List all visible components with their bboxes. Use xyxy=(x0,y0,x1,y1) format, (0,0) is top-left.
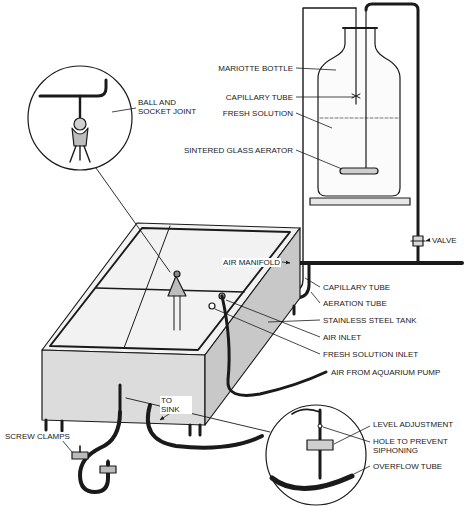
ball xyxy=(74,118,86,130)
part-label: AIR FROM AQUARIUM PUMP xyxy=(330,368,441,377)
part-label: AIR INLET xyxy=(322,333,362,342)
shelf xyxy=(310,198,410,205)
overflow-tube xyxy=(119,385,122,412)
aerator-tube xyxy=(365,10,366,168)
detail-circle xyxy=(266,405,366,505)
part-label: STAINLESS STEEL TANK xyxy=(322,316,418,325)
air-manifold xyxy=(292,261,462,265)
part-label: VALVE xyxy=(431,236,458,245)
part-label: HOLE TO PREVENT SIPHONING xyxy=(372,437,462,455)
part-label: LEVEL ADJUSTMENT xyxy=(372,420,462,429)
part-label: MARIOTTE BOTTLE xyxy=(217,64,294,73)
screw-clamp xyxy=(72,452,88,459)
part-label: AIR MANIFOLD xyxy=(222,258,281,267)
tank-front xyxy=(42,350,205,425)
mariotte-bottle xyxy=(318,28,400,196)
air-hose xyxy=(222,296,326,395)
solution-level xyxy=(320,117,398,118)
part-label: FRESH SOLUTION xyxy=(222,109,294,118)
part-label: OVERFLOW TUBE xyxy=(372,462,462,471)
socket xyxy=(72,128,88,146)
part-label: CAPILLARY TUBE xyxy=(322,283,391,292)
part-label: SCREW CLAMPS xyxy=(4,432,71,441)
leader-lines xyxy=(62,68,430,478)
part-label: AERATION TUBE xyxy=(322,299,388,308)
detail-circle xyxy=(28,66,132,170)
fresh-solution-inlet xyxy=(209,303,215,309)
part-label: FRESH SOLUTION INLET xyxy=(322,350,419,359)
air-line xyxy=(366,4,418,236)
part-label: TO SINK xyxy=(160,396,192,414)
part-label: CAPILLARY TUBE xyxy=(225,93,294,102)
level-clamp xyxy=(307,440,333,450)
capillary-tube xyxy=(355,8,356,104)
screw-clamp xyxy=(100,466,116,473)
ball-socket-cone xyxy=(168,276,186,296)
part-label: BALL AND SOCKET JOINT xyxy=(137,98,203,116)
overflow-tube-detail xyxy=(272,476,352,489)
sintered-aerator xyxy=(340,168,378,174)
part-label: SINTERED GLASS AERATOR xyxy=(183,146,294,155)
tank-frame xyxy=(50,228,290,350)
